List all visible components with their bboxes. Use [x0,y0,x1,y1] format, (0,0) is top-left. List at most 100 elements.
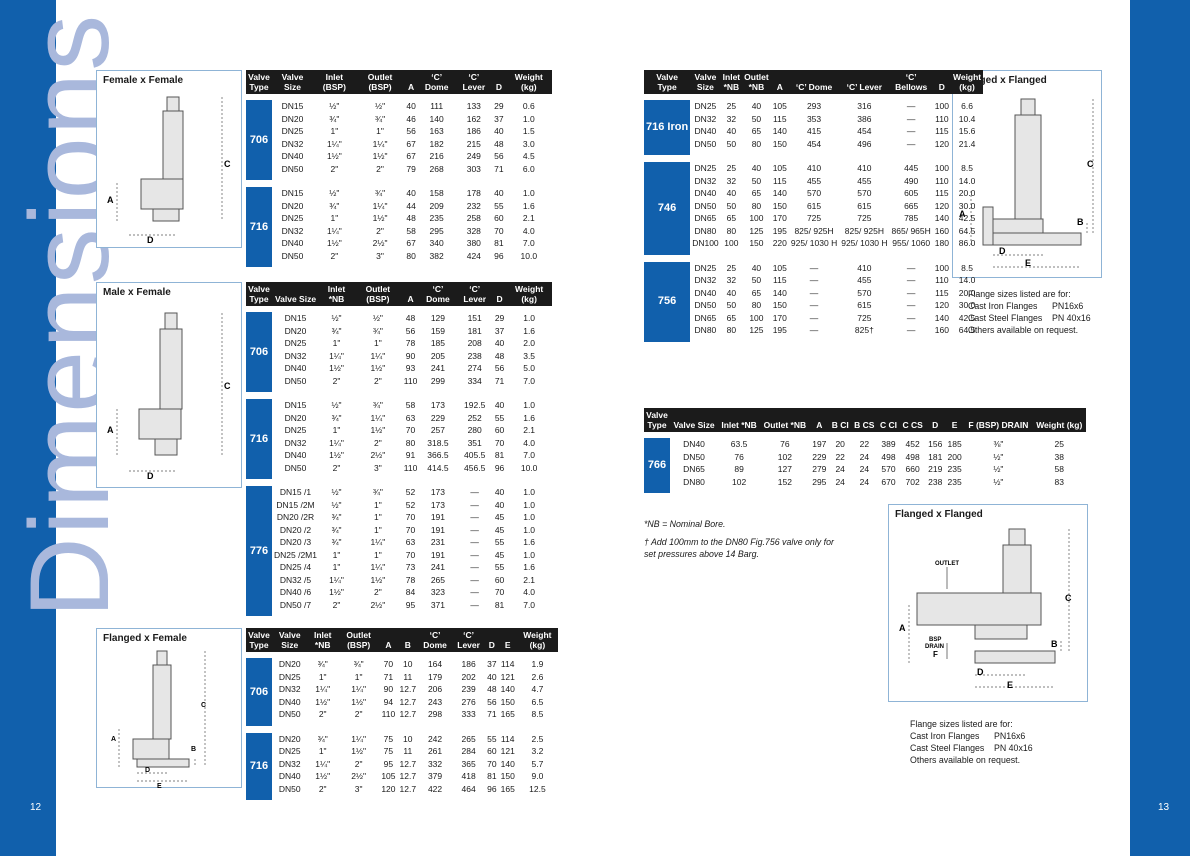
table-cell: 570 [806,188,822,198]
table-cell: 67 [406,151,416,161]
table-cell: 702 [905,476,920,487]
table-cell: 371 [430,599,446,610]
table-cell: 365 [461,758,476,769]
table-cell: — [906,138,916,149]
table-cell: 40 [726,287,737,298]
table-cell: 80 [405,437,416,448]
table-cell: 279 [812,464,827,474]
table-cell: 268 [429,163,444,174]
dim-label-a: A [111,736,116,743]
table-cell: 32 [726,113,737,124]
table-cell: 2" [354,709,363,719]
table-cell: DN50 [284,462,307,473]
table-cell: DN40 [281,151,304,161]
table-cell: 70 [405,425,416,435]
table-cell: 825† [854,325,874,335]
table-cell: 46 [406,113,416,124]
left-page-bar [0,0,56,856]
table-cell: 1¼" [326,225,342,236]
table-cell: 825/ 925H [844,225,884,236]
table-cell: DN50 /7 [279,599,312,610]
table-cell: 25 [726,101,737,111]
table-cell: ¾" [372,325,383,336]
column-header: Outlet *NB [760,408,810,432]
table-cell: 410 [857,163,872,173]
table-cell: ¾" [372,487,383,497]
table-cell: 422 [427,783,443,794]
table-cell: 1½" [326,151,342,161]
dim-label-d: D [999,246,1006,256]
table-cell: 265 [430,574,446,585]
column-header: Valve Type [246,628,272,652]
table-cell: 71 [487,709,497,719]
table-cell: DN25 [694,262,717,273]
table-cell: 40 [751,262,762,273]
table-cell: — [470,587,479,597]
table-cell: 206 [427,684,443,694]
table-cell: 24 [835,476,845,487]
flange-note-intro: Flange sizes listed are for: [968,289,1071,299]
table-cell: 2" [373,437,382,448]
table-cell: 121 [500,671,515,682]
table-cell: 6.5 [531,696,544,707]
table-cell: — [470,599,479,610]
table-cell: DN32 [284,437,307,448]
table-cell: 2" [376,225,384,236]
table-cell: 170 [772,213,787,223]
table-cell: 3" [373,462,382,473]
table-cell: DN20 /3 [279,537,312,548]
table-cell: 37 [487,659,497,669]
table-cell: 120 [934,300,949,310]
dim-label-b: B [191,746,196,753]
table-cell: DN50 [278,709,301,719]
table-cell: 1" [332,562,341,572]
table-cell: 2.1 [523,425,536,435]
table-cell: 173 [430,400,446,410]
table-cell: DN65 [694,213,717,223]
table-cell: 58 [406,225,416,236]
table-cell: 140 [429,113,444,124]
table-cell: 140 [934,312,949,323]
table-cell: 274 [467,363,482,373]
table-cell: ¾" [317,659,328,669]
table-cell: 0.6 [522,101,535,111]
table-cell: 20 [835,439,845,449]
table-cell: 1.0 [523,512,536,522]
table-cell: 1" [373,524,382,535]
table-cell: 12.7 [399,771,417,781]
table-cell: 94 [383,696,394,707]
table-cell: 25 [726,163,737,173]
table-cell: 1½" [329,363,344,373]
table-cell: 96 [494,250,504,261]
table-cell: 56 [405,325,416,336]
table-cell: 156 [928,439,943,449]
table-cell: 2" [318,709,327,719]
table-cell: ¾" [353,659,364,669]
valve-type-cell: 716 [246,732,272,802]
dim-label-a: A [107,195,114,205]
table-cell: 182 [429,138,444,149]
table-cell: 40 [494,188,504,198]
table-cell: DN32 [694,275,717,285]
table-cell: 14.0 [958,275,976,285]
table-cell: 570 [857,188,872,198]
table-cell: ½" [993,451,1004,462]
valve-type-cell: 756 [644,261,691,344]
table-cell: 1½" [370,574,386,585]
